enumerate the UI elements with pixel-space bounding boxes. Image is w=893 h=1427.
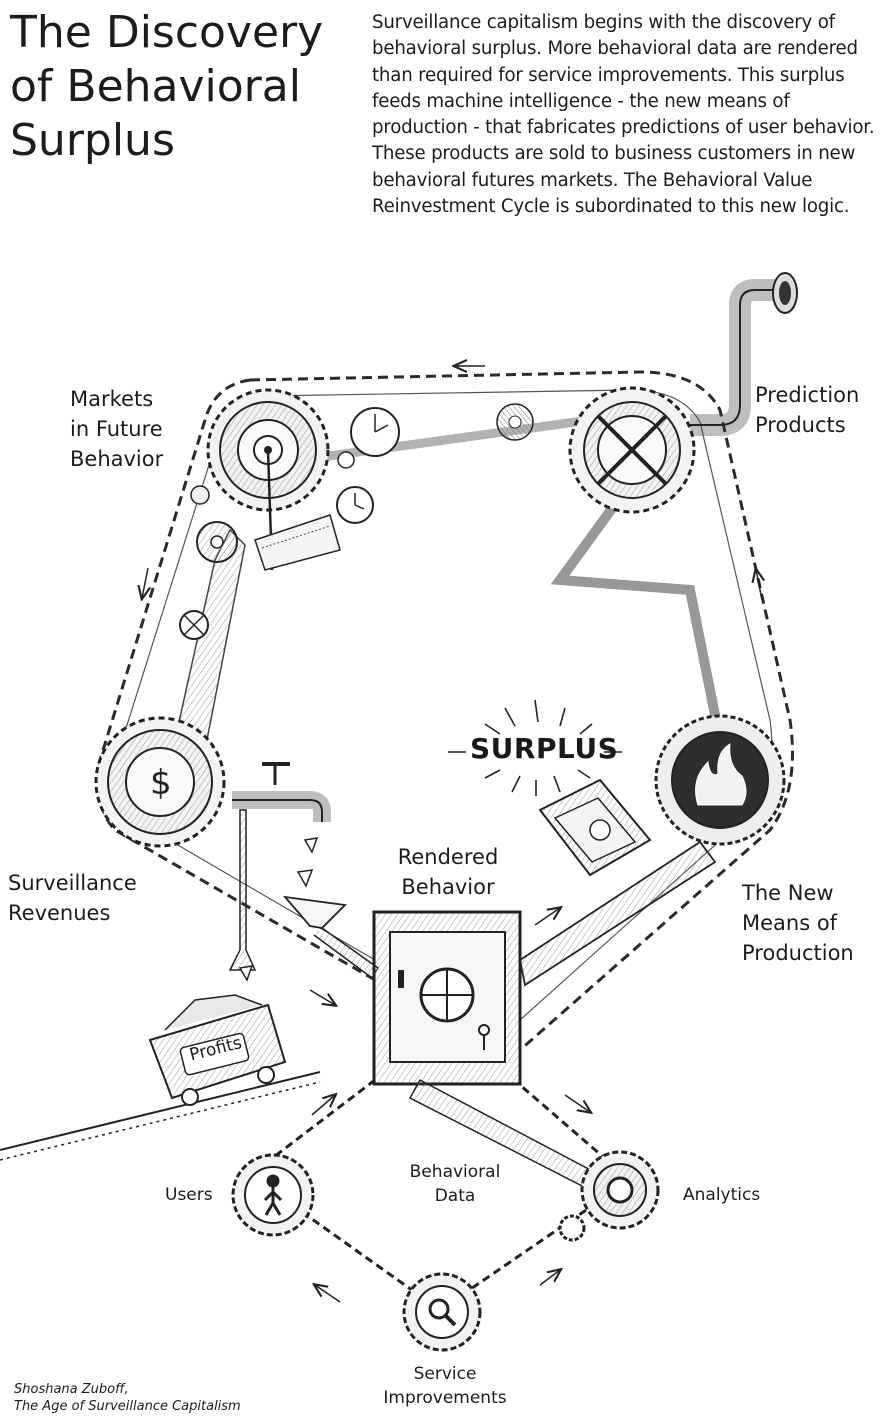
person-icon <box>263 1174 283 1216</box>
clock-icon <box>336 403 534 524</box>
data-gems <box>238 837 319 982</box>
faucet <box>228 762 331 971</box>
title-line-3: Surplus <box>10 115 175 166</box>
processing-machine <box>538 778 652 877</box>
label-behavioral-data: Behavioral Data <box>409 1162 501 1206</box>
fire-icon <box>695 743 747 806</box>
revenue-gear: $ <box>94 716 226 848</box>
small-gear <box>179 485 238 640</box>
page-title: The Discovery of Behavioral Surplus <box>10 6 360 168</box>
title-line-1: The Discovery <box>10 7 324 58</box>
analytics-gear <box>580 1150 660 1230</box>
gauge-dial <box>254 514 341 571</box>
intro-paragraph: Surveillance capitalism begins with the … <box>372 12 875 218</box>
production-conveyor <box>518 840 717 987</box>
label-rendered-behavior: Rendered Behavior <box>397 845 499 899</box>
profits-cart <box>0 994 321 1161</box>
fire-gear <box>654 714 786 846</box>
dollar-icon: $ <box>150 763 172 803</box>
markets-gear <box>206 388 330 571</box>
vault-safe <box>372 910 522 1086</box>
label-new-means-of-production: The New Means of Production <box>742 881 854 965</box>
label-users: Users <box>165 1185 213 1205</box>
label-service-improvements: Service Improvements <box>383 1364 507 1408</box>
exhaust-pipe <box>690 272 798 436</box>
analytics-small-gear <box>558 1214 586 1242</box>
surplus-rays <box>448 699 622 796</box>
linkage-arm <box>550 465 725 745</box>
label-prediction-products: Prediction Products <box>755 383 860 437</box>
source-credit: Shoshana Zuboff, The Age of Surveillance… <box>14 1382 241 1414</box>
label-surveillance-revenues: Surveillance Revenues <box>8 871 137 925</box>
label-surplus: SURPLUS <box>470 732 619 765</box>
flow-arrows <box>142 366 762 1303</box>
label-analytics: Analytics <box>683 1185 761 1205</box>
service-gear <box>402 1272 482 1352</box>
magnifier-icon <box>428 1298 457 1327</box>
title-line-2: of Behavioral <box>10 61 301 112</box>
label-markets-future-behavior: Markets in Future Behavior <box>70 387 164 471</box>
prediction-gear <box>568 386 696 514</box>
users-gear <box>231 1153 315 1237</box>
